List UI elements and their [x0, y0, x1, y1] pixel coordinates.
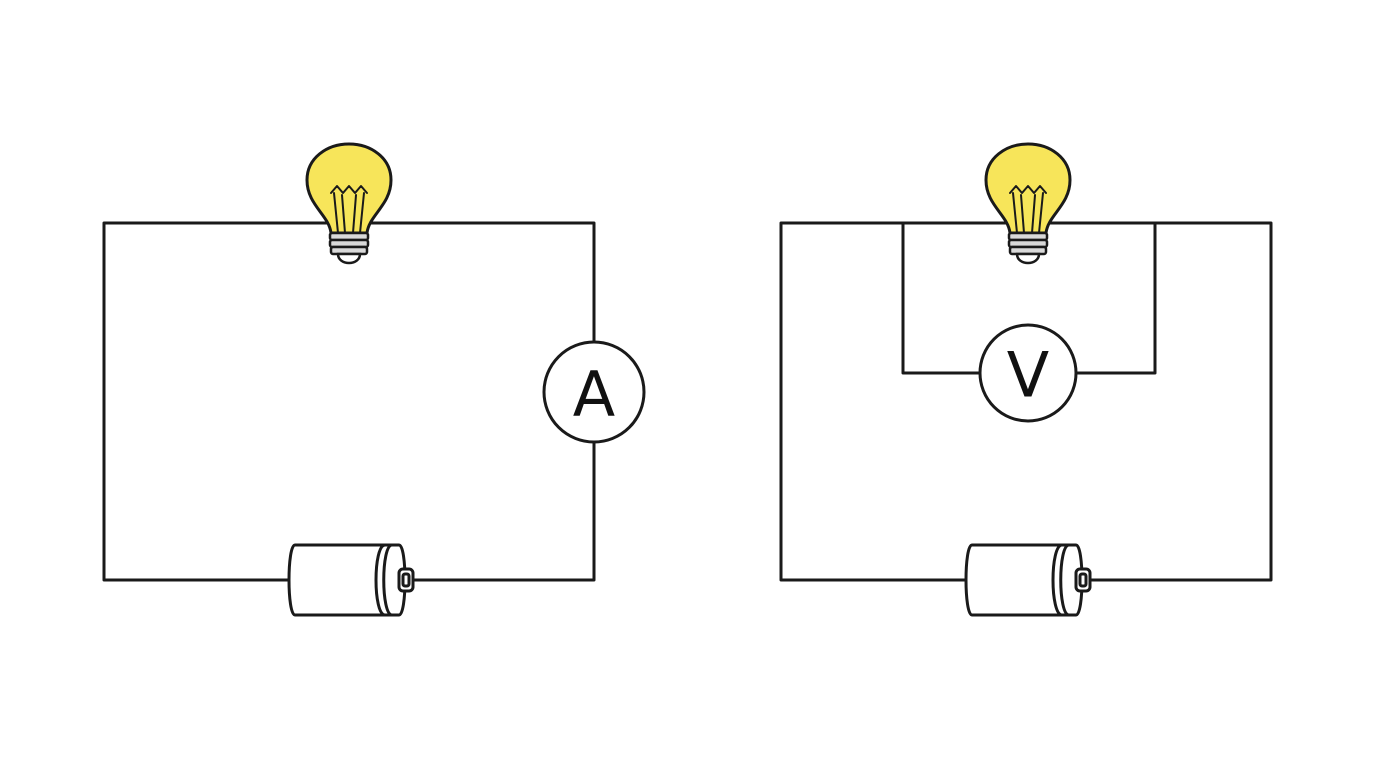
battery-icon	[964, 543, 1092, 617]
circuit-wire	[102, 221, 596, 582]
ammeter: A	[542, 340, 646, 444]
ammeter-label: A	[573, 358, 615, 431]
ammeter-circle	[542, 340, 646, 444]
voltmeter: V	[978, 323, 1078, 423]
voltmeter-parallel-circuit: V	[779, 142, 1273, 617]
voltmeter-label: V	[1007, 339, 1049, 412]
voltmeter-branch-wire	[901, 221, 1157, 375]
ammeter-series-circuit: A	[102, 142, 646, 617]
lightbulb-icon	[305, 142, 393, 265]
lightbulb-icon	[984, 142, 1072, 265]
voltmeter-circle	[978, 323, 1078, 423]
battery-icon	[287, 543, 415, 617]
